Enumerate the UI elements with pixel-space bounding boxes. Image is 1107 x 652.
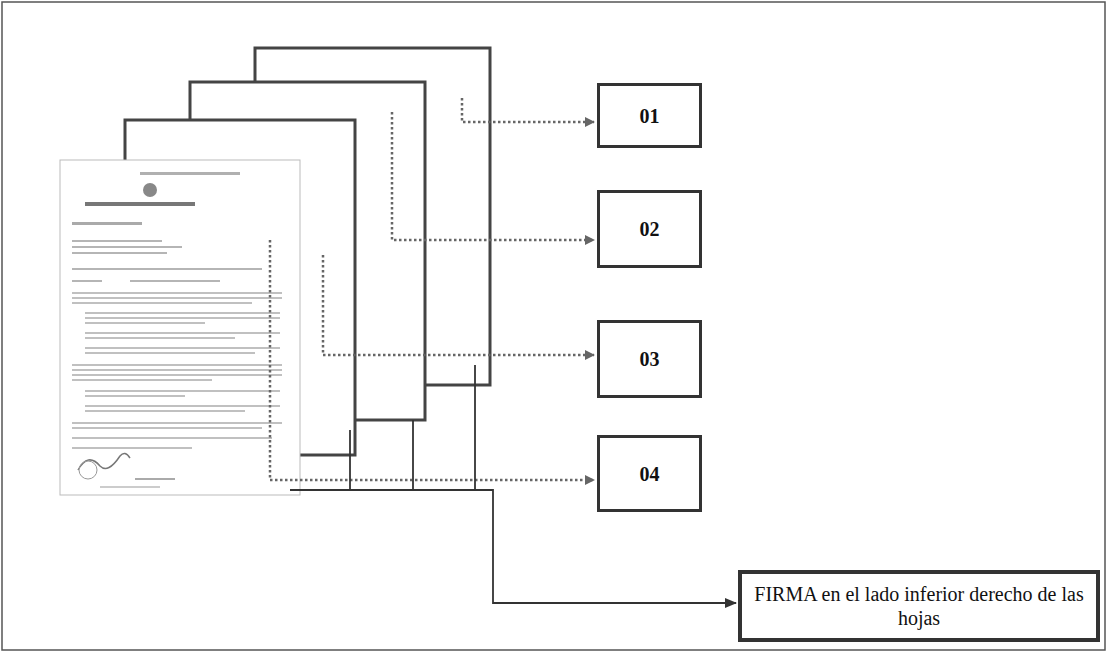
callout-number: 02 <box>640 217 660 241</box>
note-text: FIRMA en el lado inferior derecho de las… <box>752 582 1086 630</box>
callout-box: 03 <box>597 320 702 398</box>
dotted-leader <box>270 98 594 480</box>
callout-number: 03 <box>640 347 660 371</box>
signature-leader <box>290 365 736 603</box>
callout-number: 01 <box>640 104 660 128</box>
callout-box: 01 <box>597 83 702 148</box>
front-document <box>60 160 300 495</box>
callout-box: 02 <box>597 190 702 268</box>
callout-box: 04 <box>597 435 702 512</box>
callout-number: 04 <box>640 462 660 486</box>
note-box: FIRMA en el lado inferior derecho de las… <box>738 570 1100 642</box>
